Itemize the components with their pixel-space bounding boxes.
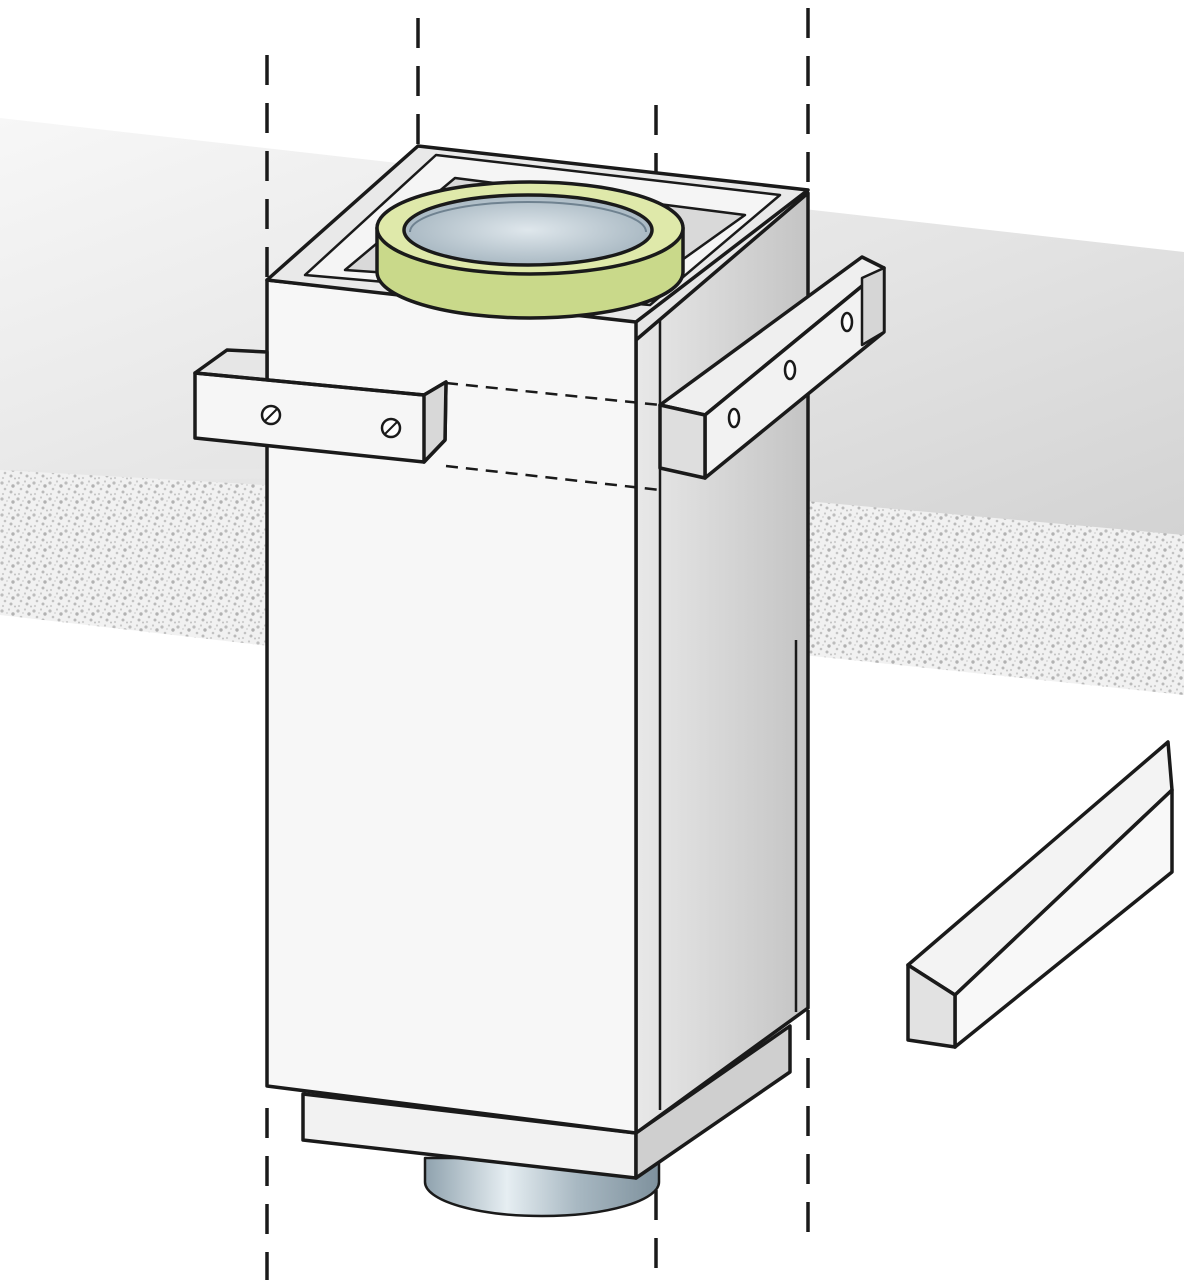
rear-support-bracket: [658, 255, 886, 480]
hidden-edge-top: [445, 381, 661, 407]
hidden-edge-bottom: [445, 464, 661, 492]
slotted-screw-icon: [260, 404, 282, 426]
flue-opening: [402, 193, 654, 267]
bolt-hole-icon: [840, 311, 854, 333]
slotted-screw-icon: [380, 417, 402, 439]
loose-batten: [906, 740, 1174, 1049]
bolt-hole-icon: [727, 407, 741, 429]
insulation-ring: [375, 180, 685, 320]
bolt-hole-icon: [783, 359, 797, 381]
front-support-bracket: [193, 348, 448, 464]
